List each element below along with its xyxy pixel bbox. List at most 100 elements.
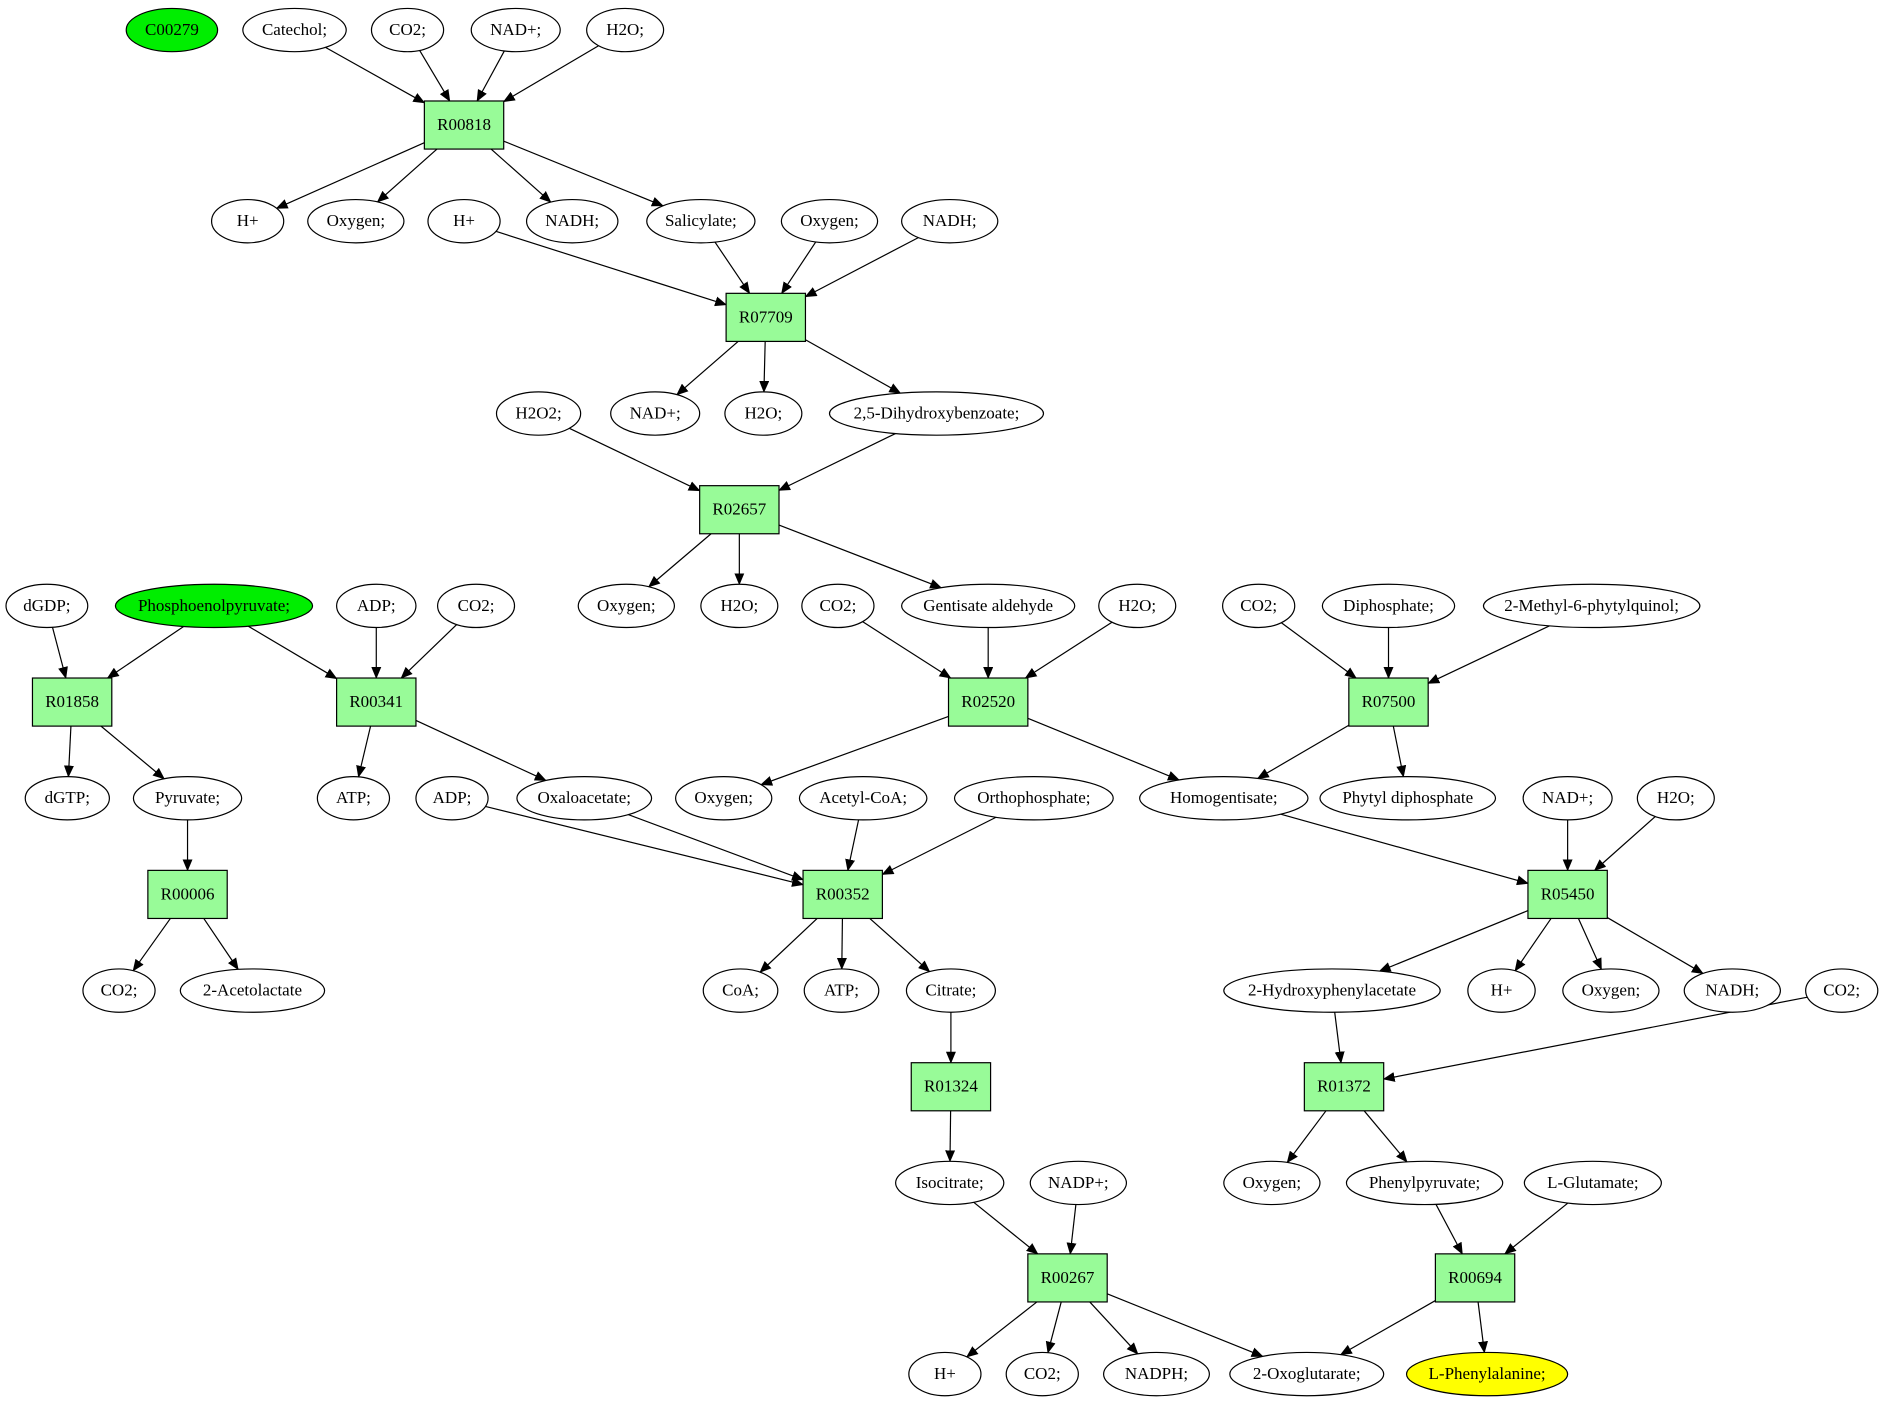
reaction-node-R07500[interactable]: R07500 — [1348, 677, 1429, 727]
compound-node-coa[interactable]: CoA; — [702, 968, 779, 1013]
compound-node-catechol[interactable]: Catechol; — [242, 7, 347, 53]
reaction-node-R01858[interactable]: R01858 — [31, 677, 113, 727]
compound-node-phenylpyruvate[interactable]: Phenylpyruvate; — [1345, 1160, 1504, 1206]
edge-h2o_e-to-R05450 — [1593, 816, 1656, 872]
compound-node-pep[interactable]: Phosphoenolpyruvate; — [114, 583, 314, 629]
compound-node-hplus_a[interactable]: H+ — [210, 198, 285, 244]
compound-node-nad_b[interactable]: NAD+; — [610, 391, 701, 436]
compound-node-glutamate[interactable]: L-Glutamate; — [1523, 1160, 1662, 1206]
compound-node-oxygen_e[interactable]: Oxygen; — [1562, 968, 1660, 1013]
compound-node-co2_c[interactable]: CO2; — [801, 583, 875, 629]
compound-node-h2o_c[interactable]: H2O; — [700, 583, 779, 629]
compound-node-diphosphate[interactable]: Diphosphate; — [1321, 583, 1456, 629]
compound-node-co2_g[interactable]: CO2; — [1005, 1351, 1079, 1397]
edge-R05450-to-oxygen_e — [1577, 918, 1602, 971]
compound-node-hplus_d[interactable]: H+ — [908, 1351, 982, 1397]
compound-node-dhb[interactable]: 2,5-Dihydroxybenzoate; — [828, 391, 1045, 436]
reaction-node-R00006[interactable]: R00006 — [147, 869, 228, 920]
compound-node-homogentisate[interactable]: Homogentisate; — [1139, 776, 1309, 821]
reaction-node-R00352[interactable]: R00352 — [802, 869, 883, 920]
compound-node-nad_c[interactable]: NAD+; — [1522, 776, 1613, 821]
compound-ellipse — [702, 968, 779, 1013]
compound-node-co2_d[interactable]: CO2; — [1222, 583, 1296, 629]
compound-node-atp_a[interactable]: ATP; — [316, 776, 391, 821]
compound-node-acetolactate[interactable]: 2-Acetolactate — [179, 968, 326, 1013]
edge-dgdp-to-R01858 — [51, 627, 68, 679]
compound-node-co2_b[interactable]: CO2; — [436, 583, 516, 629]
compound-node-h2o_a[interactable]: H2O; — [586, 7, 665, 53]
compound-node-oxoglutarate[interactable]: 2-Oxoglutarate; — [1229, 1351, 1385, 1397]
compound-node-nadp[interactable]: NADP+; — [1029, 1160, 1128, 1206]
compound-node-h2o_b[interactable]: H2O; — [724, 391, 803, 436]
compound-node-oxygen_c[interactable]: Oxygen; — [577, 583, 676, 629]
compound-ellipse — [586, 7, 665, 53]
reaction-node-R07709[interactable]: R07709 — [725, 292, 807, 343]
edge-R00818-to-hplus_a — [275, 142, 425, 209]
compound-node-hpa[interactable]: 2-Hydroxyphenylacetate — [1223, 968, 1441, 1013]
compound-ellipse — [370, 7, 445, 53]
compound-node-dgtp[interactable]: dGTP; — [24, 776, 110, 821]
compound-node-citrate[interactable]: Citrate; — [905, 968, 996, 1013]
reaction-node-R00341[interactable]: R00341 — [336, 677, 417, 727]
compound-ellipse — [1562, 968, 1660, 1013]
compound-node-nadh_b[interactable]: NADH; — [901, 198, 999, 244]
compound-ellipse — [1098, 583, 1177, 629]
compound-node-adp_b[interactable]: ADP; — [415, 776, 489, 821]
compound-node-nad_a[interactable]: NAD+; — [470, 7, 561, 53]
compound-node-atp_b[interactable]: ATP; — [803, 968, 880, 1013]
node-label: H2O2; — [515, 403, 561, 422]
compound-node-oxaloacetate[interactable]: Oxaloacetate; — [516, 776, 653, 821]
edge-R00818-to-oxygen_a — [376, 148, 438, 203]
compound-node-mpq[interactable]: 2-Methyl-6-phytylquinol; — [1482, 583, 1701, 629]
compound-node-oxygen_a[interactable]: Oxygen; — [307, 198, 405, 244]
compound-node-phytyldp[interactable]: Phytyl diphosphate — [1319, 776, 1497, 821]
edge-hpa-to-R01372 — [1334, 1012, 1345, 1064]
compound-node-hplus_b[interactable]: H+ — [427, 198, 501, 244]
edge-homogentisate-to-R05450 — [1280, 813, 1529, 886]
compound-node-h2o_e[interactable]: H2O; — [1636, 776, 1715, 821]
compound-node-nadh_a[interactable]: NADH; — [525, 198, 619, 244]
compound-node-co2_f[interactable]: CO2; — [1805, 968, 1879, 1013]
compound-ellipse — [828, 391, 1045, 436]
reaction-box — [1348, 677, 1429, 727]
reaction-node-R00267[interactable]: R00267 — [1027, 1253, 1108, 1303]
compound-node-pyruvate[interactable]: Pyruvate; — [132, 776, 243, 821]
compound-node-hplus_c[interactable]: H+ — [1467, 968, 1536, 1013]
reaction-node-R00818[interactable]: R00818 — [423, 100, 505, 150]
node-label: CO2; — [101, 980, 138, 999]
edge-R00006-to-co2_e — [132, 918, 171, 972]
compound-node-nadph[interactable]: NADPH; — [1102, 1351, 1210, 1397]
compound-node-salicylate[interactable]: Salicylate; — [646, 198, 756, 244]
compound-node-co2_a[interactable]: CO2; — [370, 7, 445, 53]
compound-node-oxygen_b[interactable]: Oxygen; — [780, 198, 879, 244]
compound-node-oxygen_d[interactable]: Oxygen; — [675, 776, 773, 821]
reaction-node-R02657[interactable]: R02657 — [699, 485, 780, 535]
reaction-node-R00694[interactable]: R00694 — [1434, 1253, 1516, 1303]
compound-node-h2o_d[interactable]: H2O; — [1098, 583, 1177, 629]
compound-node-h2o2[interactable]: H2O2; — [495, 391, 582, 436]
reaction-node-R01372[interactable]: R01372 — [1303, 1062, 1385, 1112]
edge-R07709-to-nad_b — [676, 340, 739, 396]
compound-ellipse — [179, 968, 326, 1013]
compound-node-isocitrate[interactable]: Isocitrate; — [895, 1160, 1005, 1206]
compound-node-gentisald[interactable]: Gentisate aldehyde — [901, 583, 1076, 629]
reaction-node-R01324[interactable]: R01324 — [910, 1062, 992, 1112]
compound-node-acetylcoa[interactable]: Acetyl-CoA; — [798, 776, 928, 821]
compound-node-oxygen_f[interactable]: Oxygen; — [1223, 1160, 1321, 1206]
compound-node-orthophosphate[interactable]: Orthophosphate; — [953, 776, 1114, 821]
reaction-box — [1303, 1062, 1385, 1112]
compound-ellipse — [82, 968, 156, 1013]
node-label: Citrate; — [925, 980, 976, 999]
reaction-box — [1527, 869, 1608, 920]
edge-R07500-to-phytyldp — [1392, 725, 1407, 778]
compound-node-co2_e[interactable]: CO2; — [82, 968, 156, 1013]
compound-node-C00279[interactable]: C00279 — [125, 7, 219, 53]
reaction-node-R02520[interactable]: R02520 — [947, 677, 1029, 727]
edge-isocitrate-to-R00267 — [973, 1201, 1039, 1255]
compound-ellipse — [242, 7, 347, 53]
compound-node-nadh_c[interactable]: NADH; — [1683, 968, 1782, 1013]
reaction-node-R05450[interactable]: R05450 — [1527, 869, 1608, 920]
compound-node-adp_a[interactable]: ADP; — [336, 583, 417, 629]
compound-node-dgdp[interactable]: dGDP; — [5, 583, 89, 629]
compound-node-phenylalanine[interactable]: L-Phenylalanine; — [1405, 1351, 1569, 1397]
